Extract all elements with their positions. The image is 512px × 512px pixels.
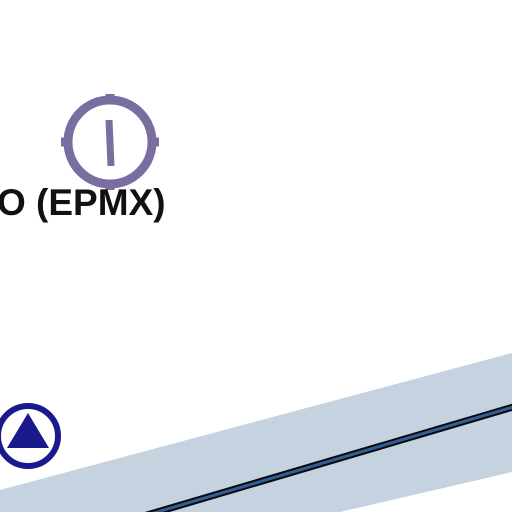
- triangle-navaid-icon[interactable]: [0, 403, 61, 469]
- route-line[interactable]: [130, 405, 512, 512]
- airport-symbol-icon[interactable]: [61, 94, 159, 190]
- route-corridor: [0, 353, 512, 512]
- airport-label[interactable]: O (EPMX): [0, 182, 166, 223]
